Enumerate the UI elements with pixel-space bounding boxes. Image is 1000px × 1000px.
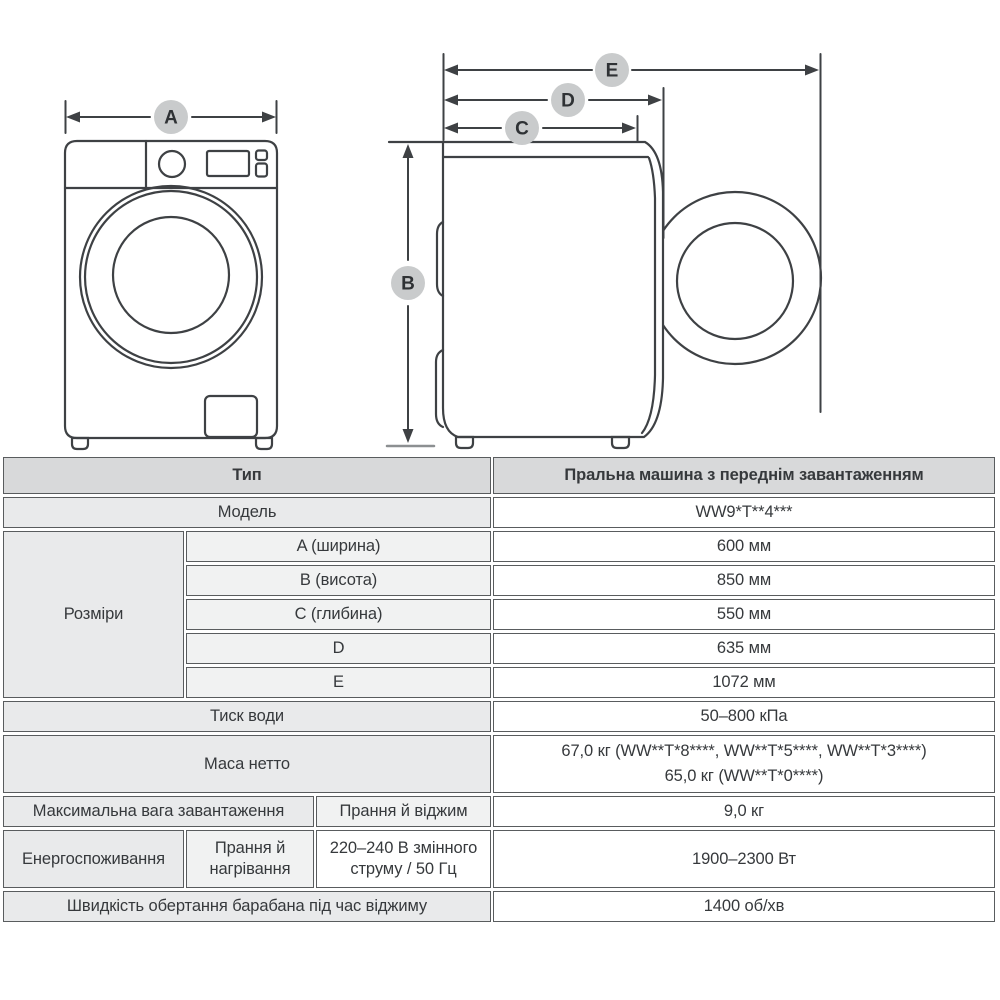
power-value-cell: 1900–2300 Вт bbox=[493, 830, 995, 888]
dim-a-row-label: A (ширина) bbox=[186, 531, 491, 562]
power-spec-cell: 220–240 В змінного струму / 50 Гц bbox=[316, 830, 491, 888]
dim-d-arrowhead-right bbox=[648, 94, 662, 106]
model-value-cell: WW9*T**4*** bbox=[493, 497, 995, 528]
table-row: B (висота) 850 мм bbox=[3, 565, 995, 596]
spin-value-cell: 1400 об/хв bbox=[493, 891, 995, 922]
table-row: Енергоспоживання Прання й нагрівання 220… bbox=[3, 830, 995, 888]
dim-b-arrowhead-bottom bbox=[402, 429, 414, 443]
side-view: E D C bbox=[385, 53, 823, 450]
dim-d-badge bbox=[551, 83, 585, 117]
dim-d-arrowhead-left bbox=[444, 94, 458, 106]
open-door-glass bbox=[675, 221, 795, 341]
net-weight-label-cell: Маса нетто bbox=[3, 735, 491, 793]
door-rim bbox=[83, 189, 259, 365]
side-body bbox=[441, 140, 665, 439]
dim-a-badge bbox=[154, 100, 188, 134]
net-weight-line-2: 65,0 кг (WW**T*0****) bbox=[664, 767, 824, 785]
side-front-foot bbox=[610, 435, 631, 450]
dimensions-label-cell: Розміри bbox=[3, 531, 184, 698]
dim-b-row-value: 850 мм bbox=[493, 565, 995, 596]
back-panel-bump-lower bbox=[434, 348, 445, 429]
max-load-label-cell: Максимальна вага завантаження bbox=[3, 796, 314, 827]
washing-machine-dimension-diagram: A bbox=[63, 53, 823, 451]
table-row: Розміри A (ширина) 600 мм bbox=[3, 531, 995, 698]
dimension-b: B bbox=[391, 144, 425, 443]
power-mode-cell: Прання й нагрівання bbox=[186, 830, 314, 888]
table-row: D 635 мм bbox=[3, 633, 995, 664]
net-weight-value-cell: 67,0 кг (WW**T*8****, WW**T*5****, WW**T… bbox=[493, 735, 995, 793]
program-knob bbox=[157, 149, 187, 179]
table-row: C (глибина) 550 мм bbox=[3, 599, 995, 630]
dim-c-arrowhead-right bbox=[622, 122, 636, 134]
table-row: Швидкість обертання барабана під час від… bbox=[3, 891, 995, 922]
specification-table: Тип Пральна машина з переднім завантажен… bbox=[1, 454, 997, 925]
side-back-foot bbox=[454, 435, 475, 450]
dim-c-row-label: C (глибина) bbox=[186, 599, 491, 630]
front-left-foot bbox=[70, 436, 90, 451]
dim-b-arrowhead-top bbox=[402, 144, 414, 158]
table-row: E 1072 мм bbox=[3, 667, 995, 698]
max-load-value-cell: 9,0 кг bbox=[493, 796, 995, 827]
dim-e-row-value: 1072 мм bbox=[493, 667, 995, 698]
panel-button-bottom bbox=[254, 162, 269, 178]
dim-a-arrowhead-left bbox=[66, 111, 80, 123]
dim-d-row-label: D bbox=[186, 633, 491, 664]
dim-b-label: B bbox=[401, 274, 415, 295]
table-row: Тиск води 50–800 кПа bbox=[3, 701, 995, 732]
table-row: Модель WW9*T**4*** bbox=[3, 497, 995, 528]
dim-e-arrowhead-right bbox=[805, 64, 819, 76]
water-pressure-value-cell: 50–800 кПа bbox=[493, 701, 995, 732]
door-outer-ring bbox=[78, 184, 264, 370]
dim-a-label: A bbox=[164, 108, 178, 129]
model-label-cell: Модель bbox=[3, 497, 491, 528]
dimension-c: C bbox=[444, 111, 636, 145]
door-glass bbox=[111, 215, 231, 335]
dim-d-row-value: 635 мм bbox=[493, 633, 995, 664]
dim-b-row-label: B (висота) bbox=[186, 565, 491, 596]
spin-label-cell: Швидкість обертання барабана під час від… bbox=[3, 891, 491, 922]
display-panel bbox=[205, 149, 251, 178]
panel-button-top bbox=[254, 149, 269, 162]
back-panel-bump-upper bbox=[435, 220, 445, 298]
dimension-d: D bbox=[444, 83, 662, 117]
door-hinge-edge bbox=[640, 156, 657, 435]
dim-c-row-value: 550 мм bbox=[493, 599, 995, 630]
dim-e-arrowhead-left bbox=[444, 64, 458, 76]
dim-b-badge bbox=[391, 266, 425, 300]
max-load-mode-cell: Прання й віджим bbox=[316, 796, 491, 827]
table-row: Маса нетто 67,0 кг (WW**T*8****, WW**T*5… bbox=[3, 735, 995, 793]
dimension-ticks bbox=[385, 53, 822, 448]
table-row: Максимальна вага завантаження Прання й в… bbox=[3, 796, 995, 827]
dimension-a: A bbox=[64, 100, 278, 134]
dimension-e: E bbox=[444, 53, 819, 87]
water-pressure-label-cell: Тиск води bbox=[3, 701, 491, 732]
dim-c-arrowhead-left bbox=[444, 122, 458, 134]
dim-a-arrowhead-right bbox=[262, 111, 276, 123]
dim-a-row-value: 600 мм bbox=[493, 531, 995, 562]
table-row: Тип Пральна машина з переднім завантажен… bbox=[3, 457, 995, 494]
type-value-cell: Пральна машина з переднім завантаженням bbox=[493, 457, 995, 494]
dim-e-badge bbox=[595, 53, 629, 87]
dim-e-row-label: E bbox=[186, 667, 491, 698]
dim-c-badge bbox=[505, 111, 539, 145]
front-view: A bbox=[63, 100, 279, 451]
net-weight-line-1: 67,0 кг (WW**T*8****, WW**T*5****, WW**T… bbox=[561, 742, 927, 761]
dim-d-label: D bbox=[561, 91, 575, 112]
type-label-cell: Тип bbox=[3, 457, 491, 494]
power-label-cell: Енергоспоживання bbox=[3, 830, 184, 888]
dim-e-label: E bbox=[606, 61, 619, 82]
front-right-foot bbox=[254, 436, 274, 451]
filter-access-panel bbox=[203, 394, 259, 439]
dim-c-label: C bbox=[515, 119, 529, 140]
